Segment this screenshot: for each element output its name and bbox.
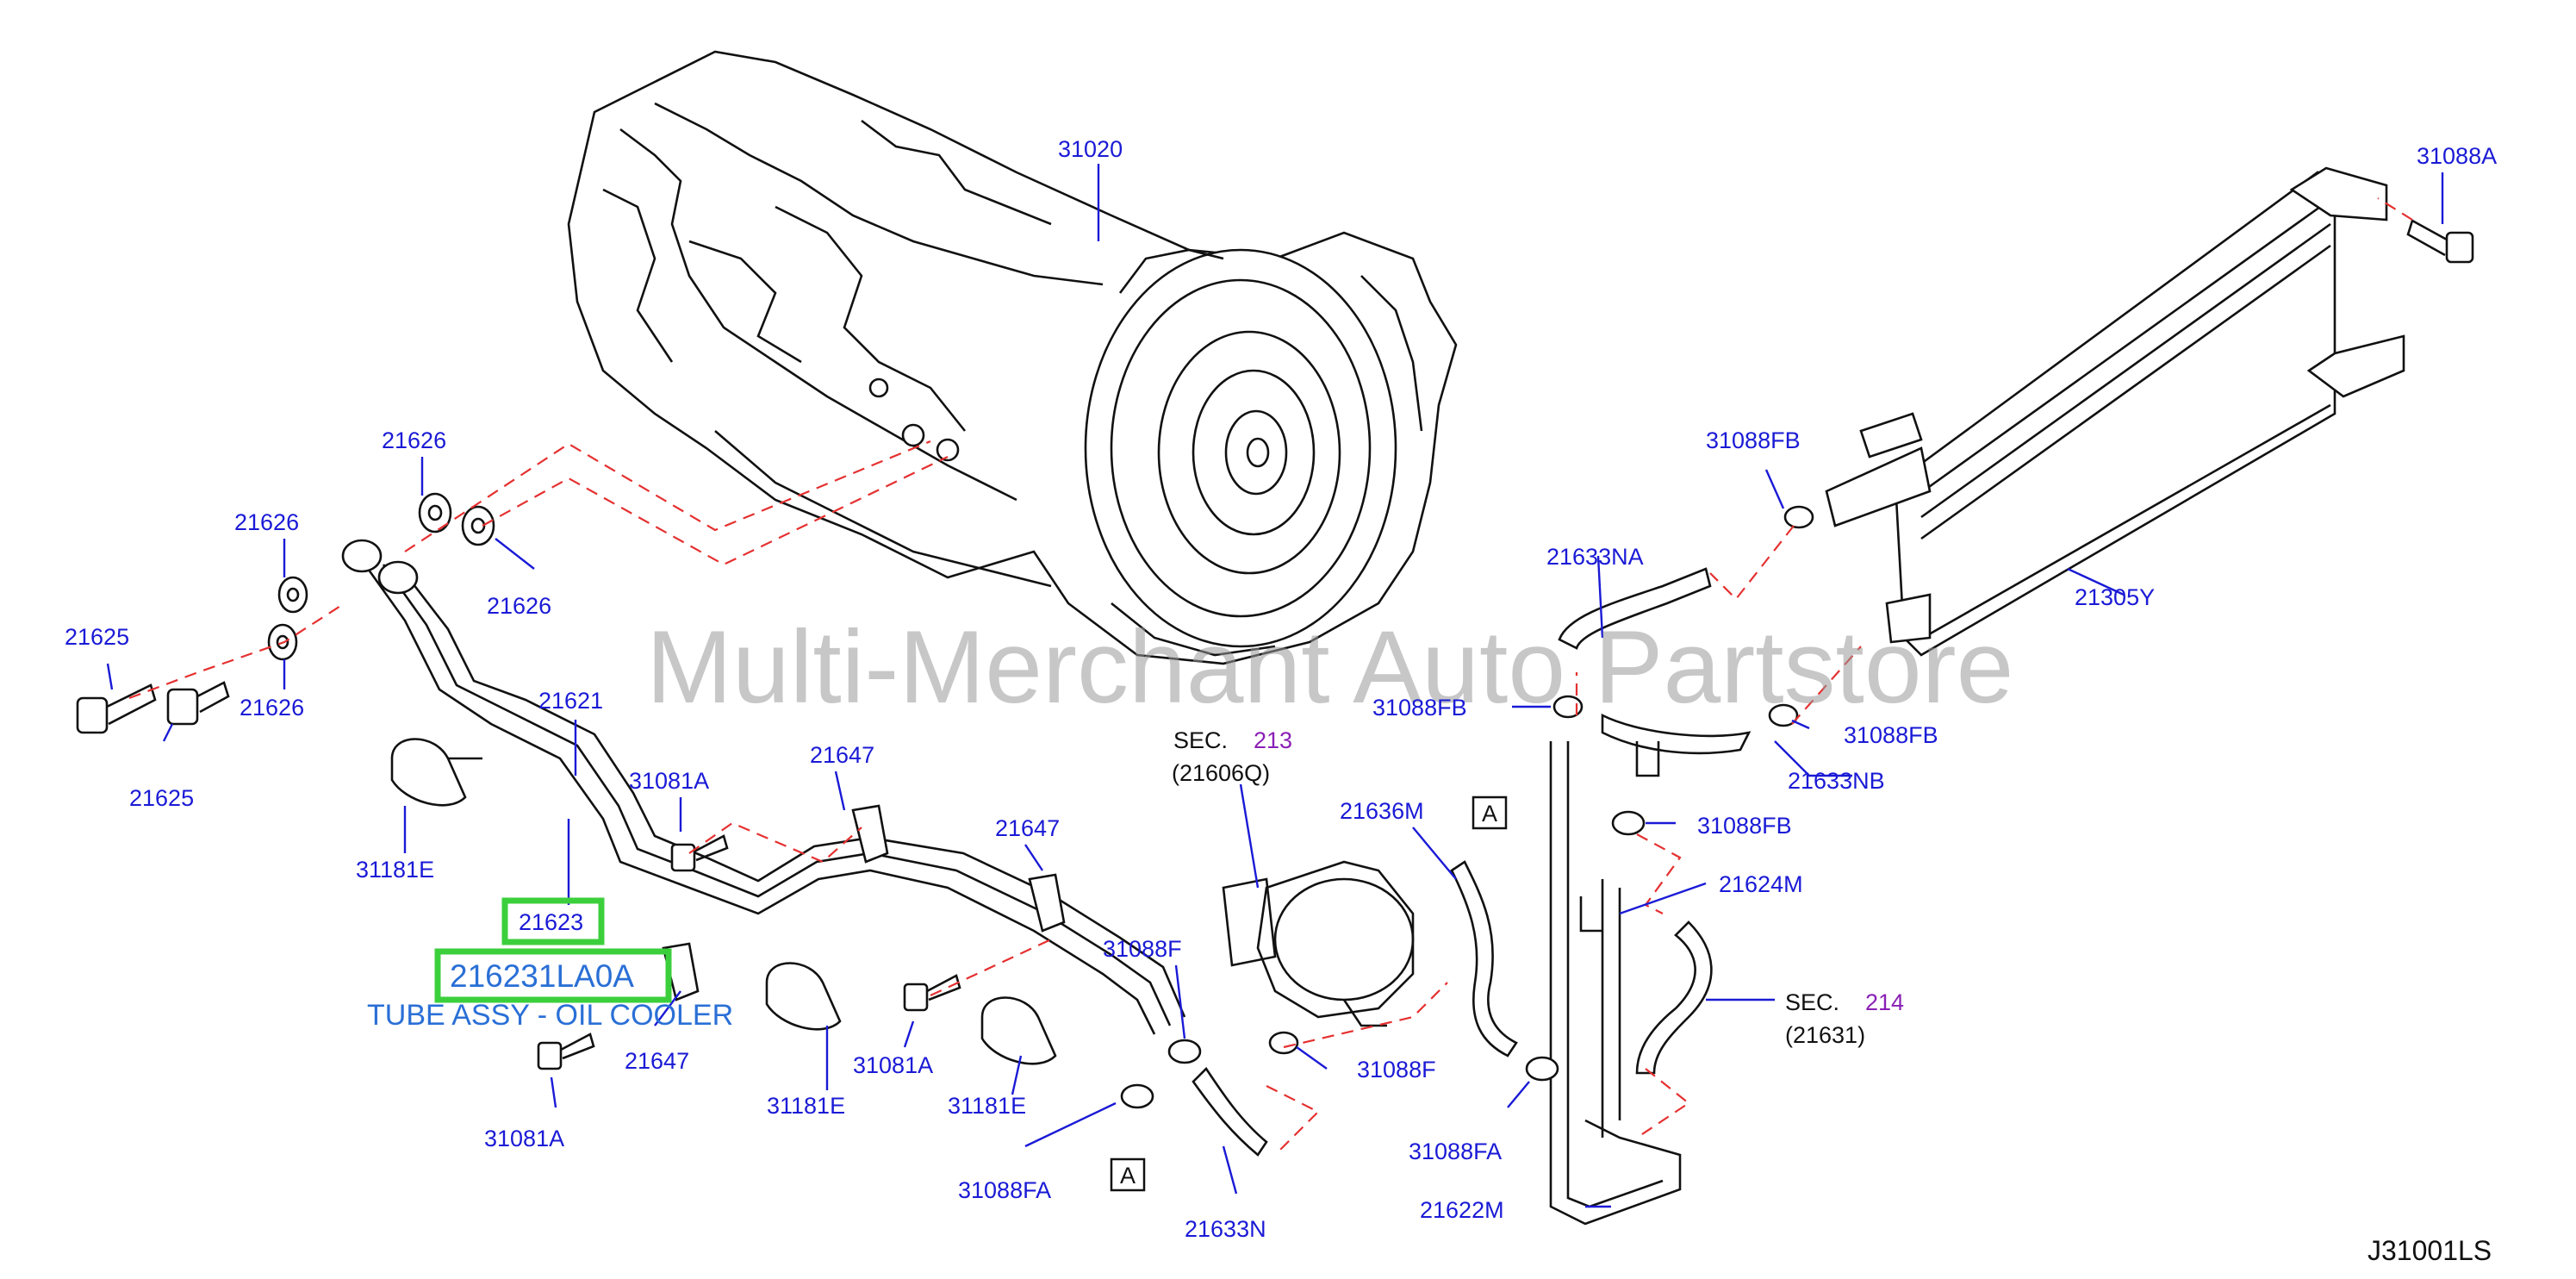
callout-21626-lower[interactable]: 21626 <box>240 695 304 721</box>
clamps-drawing <box>390 738 1066 1065</box>
sec-213-number[interactable]: 213 <box>1254 727 1292 753</box>
watermark-text: Multi-Merchant Auto Partstore <box>646 609 2013 725</box>
callout-21624m[interactable]: 21624M <box>1719 871 1803 897</box>
sec-213-label: SEC. <box>1173 727 1228 753</box>
callout-31181e-right[interactable]: 31181E <box>948 1093 1026 1119</box>
callout-31088fb-top[interactable]: 31088FB <box>1706 427 1801 453</box>
highlighted-part: 21623 216231LA0A TUBE ASSY - OIL COOLER <box>367 897 733 1032</box>
callout-21625-top[interactable]: 21625 <box>65 624 129 650</box>
callout-21633n[interactable]: 21633N <box>1185 1216 1266 1242</box>
callout-21621[interactable]: 21621 <box>538 688 603 714</box>
callout-21647-mid[interactable]: 21647 <box>995 815 1060 841</box>
diagram-code: J31001LS <box>2368 1235 2492 1266</box>
callout-21647-top[interactable]: 21647 <box>810 742 874 768</box>
callout-31088f-left[interactable]: 31088F <box>1103 936 1182 962</box>
section-references: SEC. 213 (21606Q) SEC. 214 (21631) <box>1172 727 1904 1048</box>
dashed-guides <box>128 197 2413 1156</box>
connector-a-box-2 <box>1110 1157 1146 1192</box>
callout-31081a-top[interactable]: 31081A <box>629 768 709 794</box>
callout-31081a-low[interactable]: 31081A <box>484 1126 564 1151</box>
callout-31088fa-left[interactable]: 31088FA <box>958 1177 1051 1203</box>
callout-21622m[interactable]: 21622M <box>1420 1197 1504 1223</box>
part-callouts: 31020 31088A 21626 21626 21626 21626 216… <box>65 136 2497 1242</box>
connector-a-label-2: A <box>1120 1163 1136 1189</box>
callout-31088fa-right[interactable]: 31088FA <box>1409 1139 1502 1164</box>
callout-31181e-mid[interactable]: 31181E <box>767 1093 845 1119</box>
connector-a-label-1: A <box>1482 801 1497 827</box>
callout-21626-right[interactable]: 21626 <box>487 593 551 619</box>
callout-21305y[interactable]: 21305Y <box>2075 584 2155 610</box>
callout-21633nb[interactable]: 21633NB <box>1788 768 1885 794</box>
highlight-full-part-no[interactable]: 216231LA0A <box>450 958 634 994</box>
hoses-drawing <box>1192 567 1752 1226</box>
callout-31088f-right[interactable]: 31088F <box>1357 1057 1436 1082</box>
callout-21633na[interactable]: 21633NA <box>1546 544 1644 570</box>
hose-clamps-drawing <box>1120 505 1814 1109</box>
connector-a-box-1 <box>1472 795 1508 830</box>
oil-cooler-drawing <box>1825 166 2405 657</box>
callout-31088fb-left[interactable]: 31088FB <box>1372 695 1467 721</box>
washers-bolts-drawing <box>76 219 2474 1070</box>
callout-21626-left[interactable]: 21626 <box>234 509 299 535</box>
callout-31081a-mid[interactable]: 31081A <box>853 1052 933 1078</box>
sec-214-label: SEC. <box>1785 989 1839 1015</box>
callout-21626-top[interactable]: 21626 <box>382 427 446 453</box>
transmission-drawing <box>567 50 1458 665</box>
highlight-box-part-no <box>501 897 605 945</box>
filter-drawing <box>1222 860 1415 1027</box>
highlight-description: TUBE ASSY - OIL COOLER <box>367 999 733 1032</box>
callout-31181e-left[interactable]: 31181E <box>356 857 434 883</box>
callout-31088a[interactable]: 31088A <box>2417 143 2497 169</box>
callout-21625-bottom[interactable]: 21625 <box>129 785 194 811</box>
callout-21647-low[interactable]: 21647 <box>625 1048 689 1074</box>
sec-214-ref: (21631) <box>1785 1022 1865 1048</box>
callout-31020[interactable]: 31020 <box>1058 136 1123 162</box>
leader-lines <box>106 164 2444 1208</box>
sec-214-number[interactable]: 214 <box>1865 989 1904 1015</box>
highlight-part-no[interactable]: 21623 <box>519 909 583 935</box>
highlight-box-full-part-no <box>434 948 672 1003</box>
cooler-tube-drawing <box>341 539 1186 1035</box>
callout-21636m[interactable]: 21636M <box>1340 798 1424 824</box>
callout-31088fb-right[interactable]: 31088FB <box>1844 722 1938 748</box>
sec-213-ref: (21606Q) <box>1172 760 1270 786</box>
callout-31088fb-low[interactable]: 31088FB <box>1697 813 1792 839</box>
